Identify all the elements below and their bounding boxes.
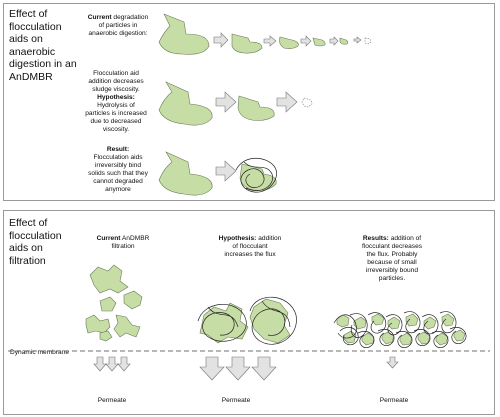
row1-sequence <box>158 13 372 55</box>
arrow-icon <box>353 36 362 44</box>
row2-bold: Hypothesis: <box>97 94 135 101</box>
col3-bold: Results: <box>362 235 389 242</box>
col2-flocs <box>197 296 297 345</box>
row1-text: degradation of particles in anaerobic di… <box>88 14 149 37</box>
arrow-icon <box>215 91 237 113</box>
col1-caption: Current AnDMBR filtration <box>88 235 158 251</box>
arrow-icon <box>329 36 339 46</box>
arrow-down-icon <box>251 356 277 381</box>
panel2-title: Effect of flocculation aids on filtratio… <box>9 217 62 267</box>
row3-text: Flocculation aids irreversibly bind soli… <box>88 154 148 193</box>
col3-text: addition of flocculant decreases the flu… <box>361 235 423 282</box>
particle-medium <box>231 33 263 54</box>
col1-bold: Current <box>96 235 121 242</box>
col2-arrows <box>199 356 277 381</box>
arrow-down-icon <box>199 356 225 381</box>
row1-caption: Current degradation of particles in anae… <box>74 14 162 38</box>
panel-anaerobic-digestion: Effect of flocculation aids on anaerobic… <box>3 3 495 201</box>
row2-text2: Hydrolysis of particles is increased due… <box>85 102 147 133</box>
arrow-icon <box>215 160 237 182</box>
dissolved-particle <box>301 97 313 108</box>
panel2-drawing <box>8 264 490 381</box>
arrow-down-icon <box>386 356 399 369</box>
permeate-label-1: Permeate <box>97 397 127 404</box>
arrow-icon <box>276 91 298 113</box>
arrow-icon <box>300 35 312 47</box>
arrow-icon <box>263 35 277 47</box>
dissolved-particle <box>364 37 372 45</box>
particle-small <box>279 36 299 49</box>
particle-tiny <box>339 37 349 45</box>
arrow-icon <box>213 32 229 48</box>
flocculant-strands <box>235 157 277 193</box>
col1-text: AnDMBR filtration <box>111 235 150 250</box>
panel1-drawing <box>158 13 372 196</box>
particle-medium <box>237 95 275 121</box>
arrow-down-icon <box>117 356 131 372</box>
particle-large <box>158 13 210 55</box>
permeate-label-3: Permeate <box>379 397 409 404</box>
col1-arrows <box>93 356 131 372</box>
col2-caption: Hypothesis: addition of flocculant incre… <box>210 235 290 259</box>
col3-arrows <box>386 356 399 369</box>
arrow-down-icon <box>225 356 251 381</box>
col3-bound-particles <box>333 311 467 349</box>
row2-text: Flocculation aid addition decreases slud… <box>88 70 144 93</box>
particle-large <box>158 81 213 126</box>
col3-caption: Results: addition of flocculant decrease… <box>349 235 435 283</box>
panel1-title: Effect of flocculation aids on anaerobic… <box>9 8 77 83</box>
col2-text: addition of flocculant increases the flu… <box>224 235 282 258</box>
panel-filtration: Effect of flocculation aids on filtratio… <box>3 210 495 415</box>
row3-sequence <box>158 151 277 196</box>
row3-bold: Result: <box>106 146 130 153</box>
arrow-down-icon <box>105 356 119 372</box>
row2-caption: Flocculation aid addition decreases slud… <box>68 70 164 134</box>
particle-smaller <box>312 37 326 47</box>
row3-caption: Result: Flocculation aids irreversibly b… <box>74 146 162 194</box>
row1-bold: Current <box>87 14 112 21</box>
col1-particles <box>85 264 143 342</box>
membrane-label: Dynamic membrane <box>10 349 69 356</box>
permeate-label-2: Permeate <box>221 397 251 404</box>
particle-large <box>158 151 213 196</box>
col2-bold: Hypothesis: <box>218 235 257 242</box>
arrow-down-icon <box>93 356 107 372</box>
row2-sequence <box>158 81 313 126</box>
